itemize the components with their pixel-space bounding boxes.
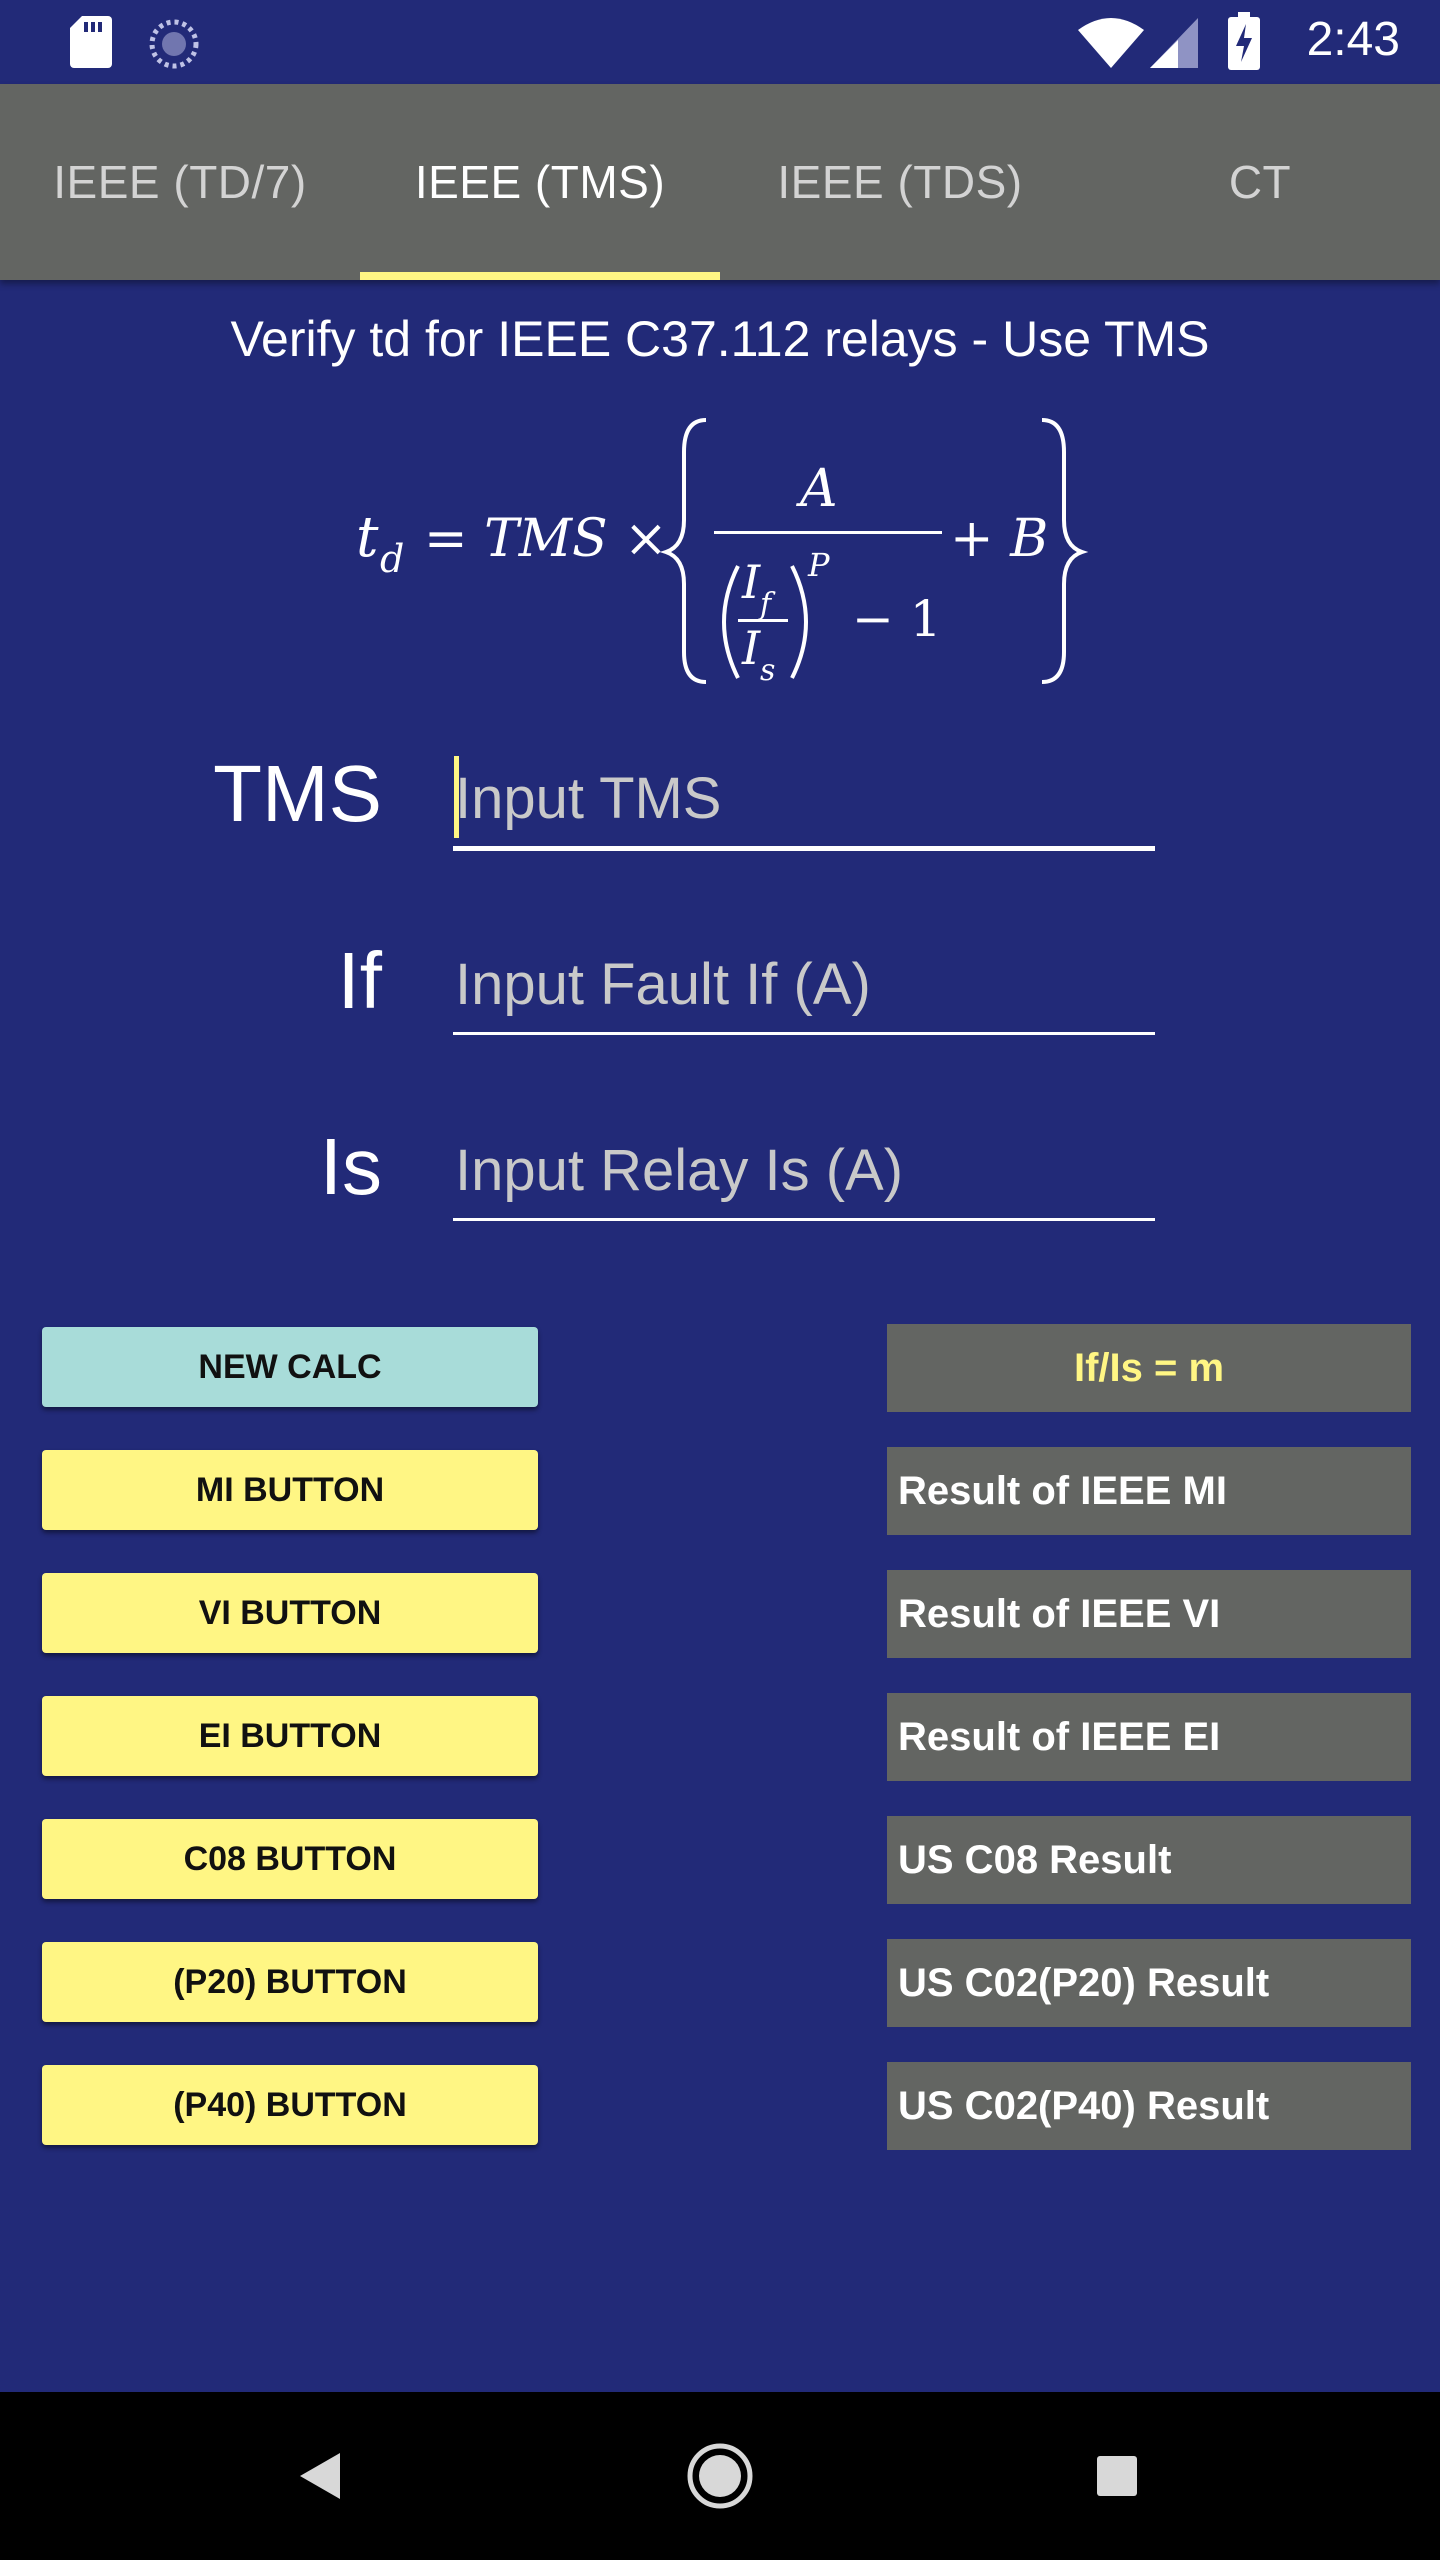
- status-time: 2:43: [1306, 13, 1400, 66]
- home-button[interactable]: [680, 2392, 760, 2560]
- ei-button[interactable]: EI BUTTON: [42, 1696, 538, 1776]
- formula-base-den-sub: s: [760, 653, 775, 688]
- formula-image: t d = TMS × A I f I s P − 1 + B: [356, 418, 1089, 688]
- back-icon: [300, 2453, 340, 2499]
- p20-button[interactable]: (P20) BUTTON: [42, 1942, 538, 2022]
- tms-input[interactable]: [453, 758, 1155, 838]
- ei-result: Result of IEEE EI: [887, 1693, 1411, 1781]
- navigation-bar: [0, 2392, 1440, 2560]
- c08-result: US C08 Result: [887, 1816, 1411, 1904]
- tab-ct[interactable]: CT: [1228, 156, 1292, 208]
- formula-base-num-sub: f: [758, 587, 776, 622]
- tms-label: TMS: [213, 749, 382, 838]
- formula-lhs: t: [356, 505, 379, 570]
- battery-charging-icon: [1228, 12, 1260, 70]
- is-input-underline: [453, 1218, 1155, 1221]
- recents-button[interactable]: [1077, 2392, 1157, 2560]
- tab-ieee-tds[interactable]: IEEE (TDS): [777, 156, 1023, 208]
- c08-button[interactable]: C08 BUTTON: [42, 1819, 538, 1899]
- formula-exponent: P: [807, 546, 830, 584]
- home-icon: [687, 2443, 753, 2509]
- mi-result: Result of IEEE MI: [887, 1447, 1411, 1535]
- tab-ieee-td7[interactable]: IEEE (TD/7): [53, 156, 307, 208]
- cell-signal-icon: [1150, 18, 1198, 68]
- vi-button[interactable]: VI BUTTON: [42, 1573, 538, 1653]
- tab-bar: IEEE (TD/7) IEEE (TMS) IEEE (TDS) CT: [0, 84, 1440, 280]
- vi-result: Result of IEEE VI: [887, 1570, 1411, 1658]
- page-title: Verify td for IEEE C37.112 relays - Use …: [230, 311, 1210, 367]
- sd-card-icon: [70, 16, 112, 68]
- ratio-result: If/Is = m: [887, 1324, 1411, 1412]
- p20-result: US C02(P20) Result: [887, 1939, 1411, 2027]
- formula-numerator: A: [796, 459, 838, 519]
- if-input-underline: [453, 1032, 1155, 1035]
- mi-button[interactable]: MI BUTTON: [42, 1450, 538, 1530]
- tab-ieee-tms[interactable]: IEEE (TMS): [414, 156, 666, 208]
- formula-lhs-sub: d: [380, 537, 404, 581]
- p40-result: US C02(P40) Result: [887, 2062, 1411, 2150]
- if-label: If: [337, 936, 382, 1025]
- wifi-icon: [1078, 18, 1144, 68]
- new-calc-button[interactable]: NEW CALC: [42, 1327, 538, 1407]
- active-tab-indicator: [360, 272, 720, 280]
- is-label: Is: [319, 1122, 382, 1211]
- tms-input-underline: [453, 846, 1155, 851]
- formula-minus-one: − 1: [852, 590, 942, 648]
- fault-if-input[interactable]: [453, 944, 1155, 1024]
- relay-is-input[interactable]: [453, 1130, 1155, 1210]
- sync-icon: [149, 19, 199, 69]
- back-button[interactable]: [280, 2392, 360, 2560]
- p40-button[interactable]: (P40) BUTTON: [42, 2065, 538, 2145]
- formula-base-den: I: [741, 621, 761, 675]
- formula-plus-b: + B: [950, 509, 1048, 569]
- formula-equals-expr: = TMS ×: [424, 509, 668, 569]
- recents-icon: [1097, 2456, 1137, 2496]
- formula-base-num: I: [741, 555, 761, 609]
- status-bar: 2:43: [0, 0, 1440, 84]
- text-cursor: [454, 756, 459, 838]
